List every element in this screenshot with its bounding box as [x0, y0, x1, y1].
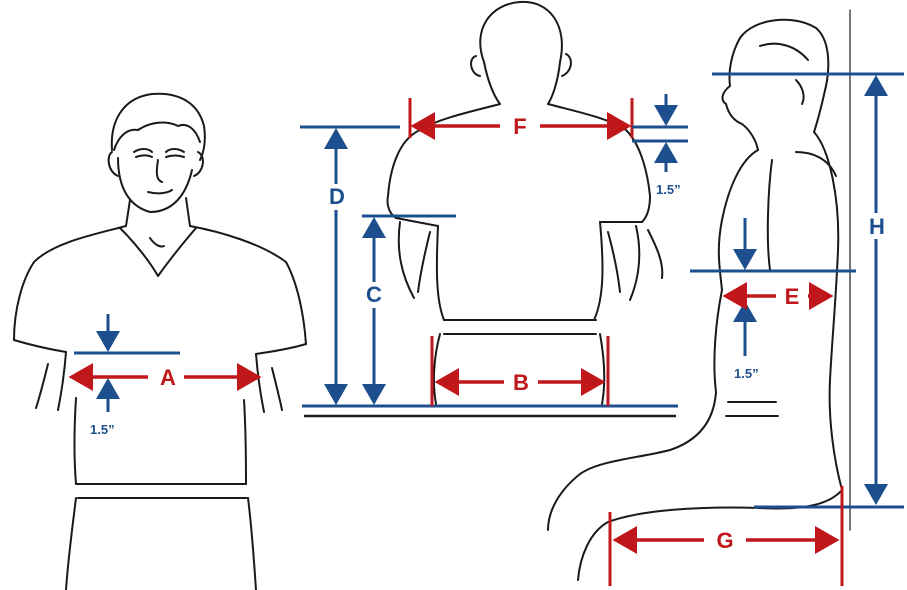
back-view-figure: [387, 2, 662, 404]
measure-e-label: E: [785, 284, 800, 309]
measure-d-label: D: [329, 184, 345, 209]
side-offset-label: 1.5”: [734, 366, 759, 381]
measure-f-label: F: [513, 114, 526, 139]
front-offset-label: 1.5”: [90, 422, 115, 437]
measure-a-label: A: [160, 365, 176, 390]
measure-g-label: G: [716, 528, 733, 553]
front-chest-marker: A 1.5”: [72, 314, 258, 437]
measure-h-label: H: [869, 214, 885, 239]
front-view-figure: [14, 94, 306, 590]
measure-c-label: C: [366, 282, 382, 307]
side-view-figure: [548, 10, 850, 580]
back-measurements: D C F 1.5” B: [300, 94, 688, 406]
measure-b-label: B: [513, 370, 529, 395]
back-offset-label: 1.5”: [656, 182, 681, 197]
